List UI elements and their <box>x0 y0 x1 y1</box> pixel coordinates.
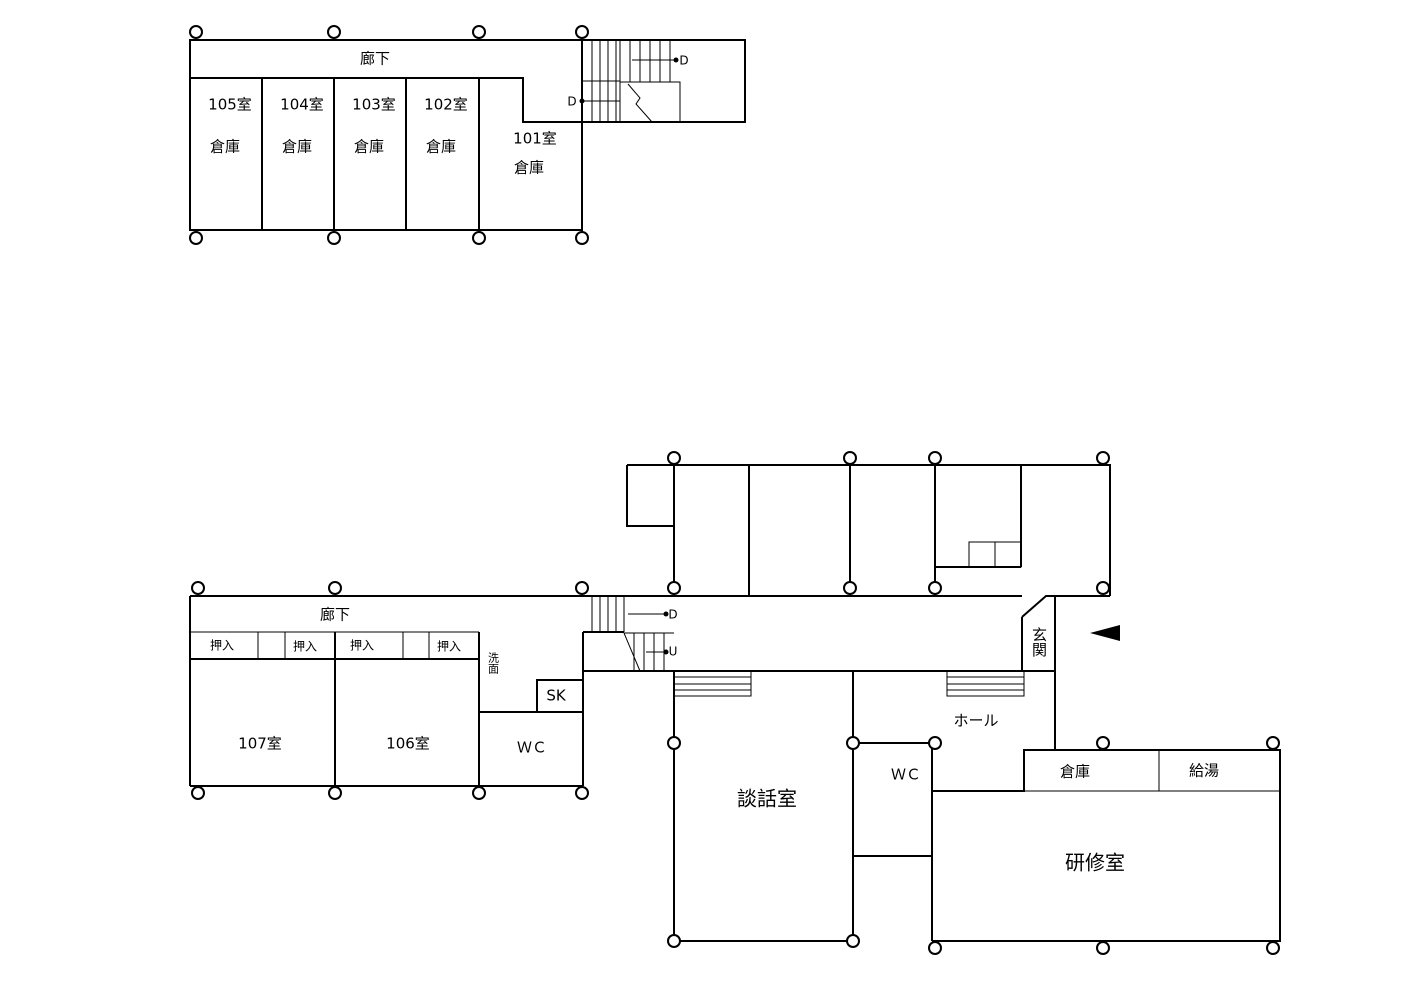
room-103-label: 103室 <box>352 96 396 114</box>
lower-corridor-label: 廊下 <box>320 606 350 624</box>
room-104-use: 倉庫 <box>282 138 312 156</box>
upper-outline <box>189 39 746 231</box>
upper-columns <box>189 25 589 245</box>
room-105-label: 105室 <box>208 96 252 114</box>
closet-label-3: 押入 <box>350 639 374 653</box>
upper-stairs <box>579 40 679 123</box>
lower-stair-mark-down: D <box>668 608 677 622</box>
storage-label: 倉庫 <box>1060 763 1090 781</box>
closet-label-2: 押入 <box>293 640 317 654</box>
room-104-label: 104室 <box>280 96 324 114</box>
upper-corridor-wall <box>190 77 582 123</box>
top-wing-outline <box>627 464 1111 596</box>
lower-floor: 廊下 押入 押入 押入 押入 洗面 SK 107室 106室 ＷＣ D U 談話… <box>189 451 1281 955</box>
room-107-label: 107室 <box>238 735 282 753</box>
lower-stairs <box>591 596 674 672</box>
closet-label-4: 押入 <box>437 640 461 654</box>
room-103-use: 倉庫 <box>354 138 384 156</box>
room-105-use: 倉庫 <box>210 138 240 156</box>
kitchenette-label: 給湯 <box>1189 762 1219 780</box>
lower-stair-mark-up: U <box>669 645 678 659</box>
lounge-label: 談話室 <box>737 787 797 811</box>
room-102-use: 倉庫 <box>426 138 456 156</box>
lower-columns <box>191 451 1280 955</box>
upper-floor: 廊下 105室 倉庫 104室 倉庫 103室 倉庫 102室 倉庫 101室 … <box>189 25 746 245</box>
lounge-steps <box>673 670 752 697</box>
hall-steps <box>946 670 1025 697</box>
upper-stair-mark-down: D <box>679 54 688 68</box>
sink-label: SK <box>546 687 567 705</box>
training-room-label: 研修室 <box>1065 851 1125 875</box>
upper-corridor-label: 廊下 <box>360 50 390 68</box>
wc-center-label: ＷＣ <box>891 766 921 784</box>
room-106-label: 106室 <box>386 735 430 753</box>
room-101-use: 倉庫 <box>514 159 544 177</box>
hall-label: ホール <box>953 712 998 730</box>
wc-left-label: ＷＣ <box>517 739 547 757</box>
washroom-label-1: 洗面 <box>487 652 500 674</box>
entrance-label: 玄関 <box>1030 627 1048 658</box>
entrance-arrow-icon <box>1090 625 1120 641</box>
training-block-outline <box>932 749 1281 942</box>
room-101-label: 101室 <box>513 130 557 148</box>
upper-stair-mark-down-2: D <box>567 95 576 109</box>
room-102-label: 102室 <box>424 96 468 114</box>
closet-label-1: 押入 <box>210 639 234 653</box>
